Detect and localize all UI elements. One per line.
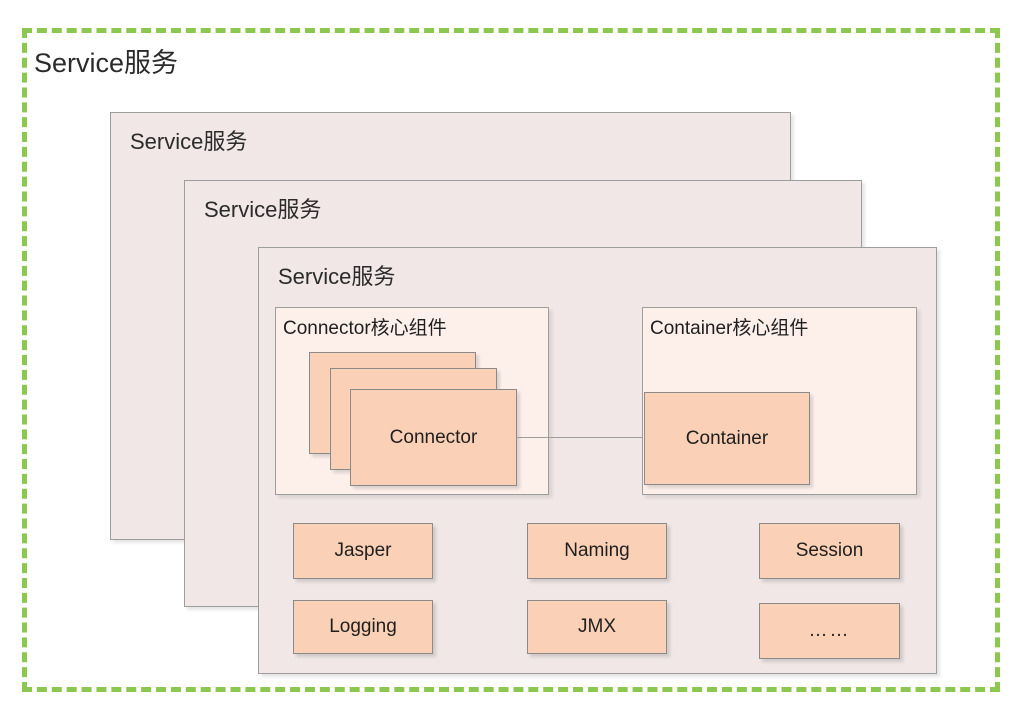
service-box-session[interactable]: Session [759, 523, 900, 579]
service-box-naming[interactable]: Naming [527, 523, 667, 579]
service-box-more[interactable]: …… [759, 603, 900, 659]
service-box-more-label: …… [808, 620, 851, 641]
service-box-session-label: Session [795, 540, 864, 561]
service-box-naming-label: Naming [564, 540, 630, 561]
connector-box-front[interactable]: Connector [350, 389, 517, 486]
container-box-label: Container [685, 427, 769, 449]
service-box-jasper-label: Jasper [334, 540, 392, 561]
page-title: Service服务 [30, 44, 185, 82]
service-box-jmx-label: JMX [578, 616, 616, 637]
service-layer-1-label: Service服务 [130, 129, 248, 154]
connector-box-front-label: Connector [389, 426, 478, 448]
container-core-panel-label: Container核心组件 [650, 318, 809, 339]
service-box-jasper[interactable]: Jasper [293, 523, 433, 579]
connector-core-panel-label: Connector核心组件 [283, 318, 447, 339]
container-box[interactable]: Container [644, 392, 810, 485]
service-box-logging-label: Logging [329, 616, 397, 637]
service-layer-3-label: Service服务 [278, 264, 396, 289]
service-box-logging[interactable]: Logging [293, 600, 433, 654]
service-layer-2-label: Service服务 [204, 197, 322, 222]
connector-container-link-line [516, 437, 644, 438]
service-box-jmx[interactable]: JMX [527, 600, 667, 654]
outer-dashed-frame [22, 28, 1000, 692]
